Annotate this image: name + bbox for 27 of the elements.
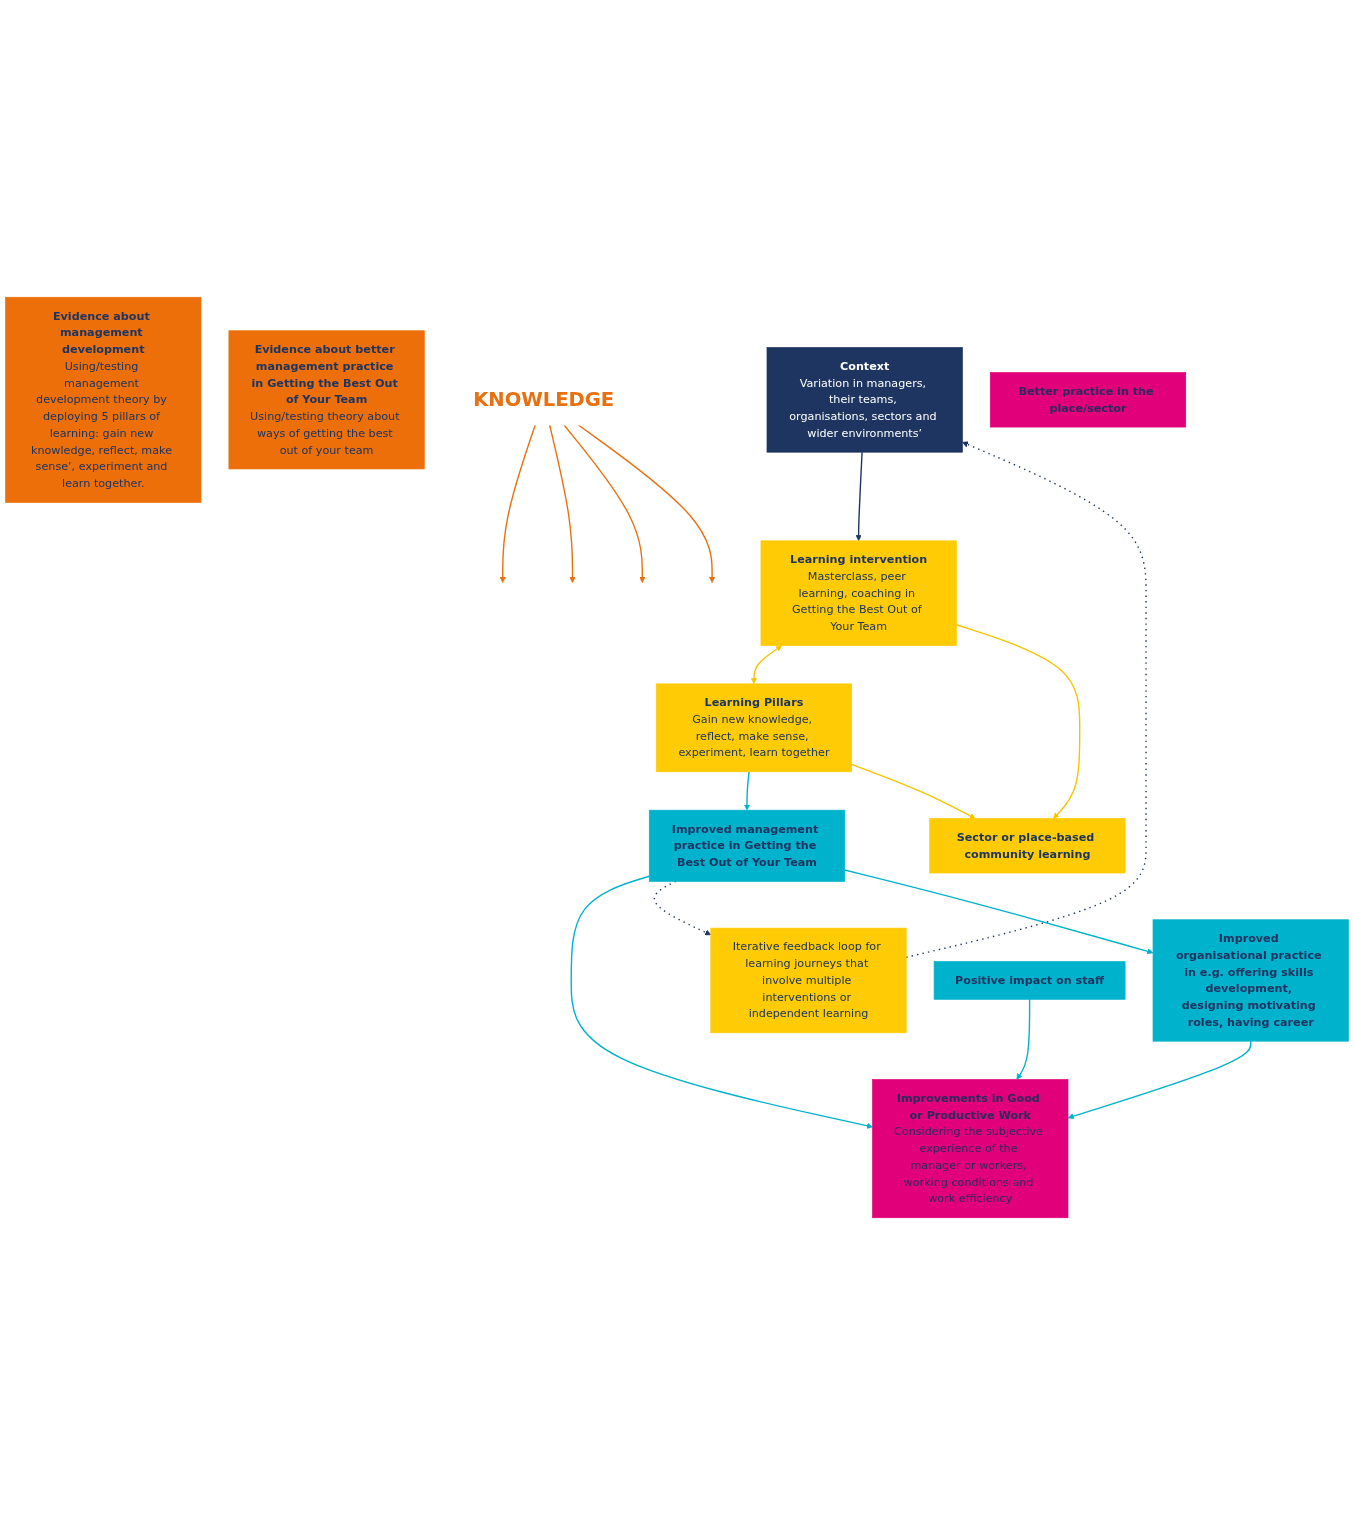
node-box: Evidence about better management practice in Getting the Best Out of Your Team Using/testing theory about ways of getting the best out of your team <box>228 330 425 470</box>
arrow <box>850 763 976 819</box>
node-text: KNOWLEDGE <box>473 387 615 412</box>
node-box: Improved organisational practice in e.g. offering skills development, designing motivating roles, having career <box>1152 919 1349 1042</box>
node-box: Improved management practice in Getting the Best Out of Your Team <box>648 809 845 882</box>
arrow <box>855 451 863 542</box>
arrow <box>653 880 712 936</box>
node-box: Learning Pillars Gain new knowledge, reflect, make sense, experiment, learn together <box>655 683 852 773</box>
node-box: Evidence about management development Using/testing management development theory by deploying 5 pillars of learning: gain new knowledge, reflect, make sense’, experiment and learn together. <box>5 296 202 503</box>
arrow <box>563 424 646 583</box>
arrow <box>955 624 1081 819</box>
node-box: Iterative feedback loop for learning journeys that involve multiple interventions or independent learning <box>710 927 907 1034</box>
node-box: Context Variation in managers, their teams, organisations, sectors and wider environments’ <box>766 347 963 453</box>
arrow <box>570 875 873 1129</box>
arrow <box>548 424 576 583</box>
node-box: Improvements in Good or Productive Work Considering the subjective experience of the manager or workers, working conditions and work efficiency <box>872 1079 1069 1219</box>
arrow <box>843 869 1154 955</box>
arrow <box>577 424 716 583</box>
node-box: Better practice in the place/sector <box>989 372 1187 428</box>
arrow <box>499 424 536 583</box>
node-box: Sector or place-based community learning <box>929 818 1126 874</box>
arrow <box>1067 1040 1252 1120</box>
node-box: Learning intervention Masterclass, peer learning, coaching in Getting the Best Out of Your Team <box>760 540 957 646</box>
arrow <box>1016 998 1031 1080</box>
arrow <box>743 771 751 811</box>
node-box: Positive impact on staff <box>933 961 1126 1000</box>
arrow <box>750 645 783 685</box>
